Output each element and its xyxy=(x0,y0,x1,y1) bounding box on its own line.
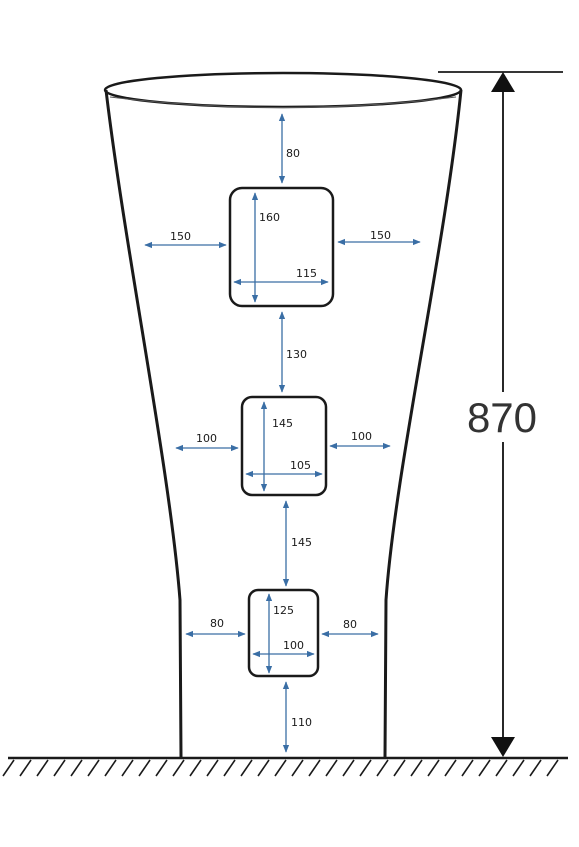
hatch-line xyxy=(376,759,389,777)
hatch-line xyxy=(53,759,66,777)
pedestal-outline xyxy=(103,71,463,758)
hatch-line xyxy=(410,759,423,777)
hatch-line xyxy=(19,759,32,777)
hatch-line xyxy=(189,759,202,777)
dimension-arrows xyxy=(144,113,421,753)
hatch-line xyxy=(325,759,338,777)
label-bottom-right: 80 xyxy=(343,618,357,631)
label-middle-right: 100 xyxy=(351,430,372,443)
hatch-line xyxy=(240,759,253,777)
label-gap-above-bottom: 145 xyxy=(291,536,312,549)
hatch-line xyxy=(342,759,355,777)
label-gap-above-top: 80 xyxy=(286,147,300,160)
hatch-line xyxy=(478,759,491,777)
hatch-line xyxy=(2,759,15,777)
hatch-line xyxy=(36,759,49,777)
hatch-line xyxy=(359,759,372,777)
label-bottom-width: 100 xyxy=(283,639,304,652)
hatch-line xyxy=(206,759,219,777)
hatch-line xyxy=(512,759,525,777)
hatch-line xyxy=(529,759,542,777)
hatch-line xyxy=(223,759,236,777)
floor xyxy=(2,756,568,777)
hatch-line xyxy=(291,759,304,777)
height-arrow-top xyxy=(491,72,515,92)
hatch-line xyxy=(155,759,168,777)
label-bottom-height: 125 xyxy=(273,604,294,617)
opening-top xyxy=(228,186,335,308)
hatch-line xyxy=(546,759,559,777)
hatch-line xyxy=(427,759,440,777)
floor-hatching xyxy=(2,759,559,777)
hatch-line xyxy=(274,759,287,777)
label-middle-left: 100 xyxy=(196,432,217,445)
hatch-line xyxy=(495,759,508,777)
hatch-line xyxy=(104,759,117,777)
hatch-line xyxy=(138,759,151,777)
hatch-line xyxy=(121,759,134,777)
opening-middle xyxy=(240,395,328,497)
label-middle-height: 145 xyxy=(272,417,293,430)
label-gap-above-middle: 130 xyxy=(286,348,307,361)
hatch-line xyxy=(393,759,406,777)
height-arrow-bottom xyxy=(491,737,515,757)
label-top-left: 150 xyxy=(170,230,191,243)
label-top-height: 160 xyxy=(259,211,280,224)
label-middle-width: 105 xyxy=(290,459,311,472)
hatch-line xyxy=(257,759,270,777)
hatch-line xyxy=(87,759,100,777)
label-gap-below-bottom: 110 xyxy=(291,716,312,729)
dimension-labels: 80 160 115 150 150 130 145 105 100 100 1… xyxy=(170,147,391,729)
total-height-label: 870 xyxy=(467,394,537,441)
label-bottom-left: 80 xyxy=(210,617,224,630)
opening-bottom xyxy=(247,588,320,678)
label-top-width: 115 xyxy=(296,267,317,280)
hatch-line xyxy=(308,759,321,777)
label-top-right: 150 xyxy=(370,229,391,242)
hatch-line xyxy=(461,759,474,777)
hatch-line xyxy=(172,759,185,777)
overall-height-dimension: 870 xyxy=(438,71,563,757)
hatch-line xyxy=(444,759,457,777)
hatch-line xyxy=(70,759,83,777)
